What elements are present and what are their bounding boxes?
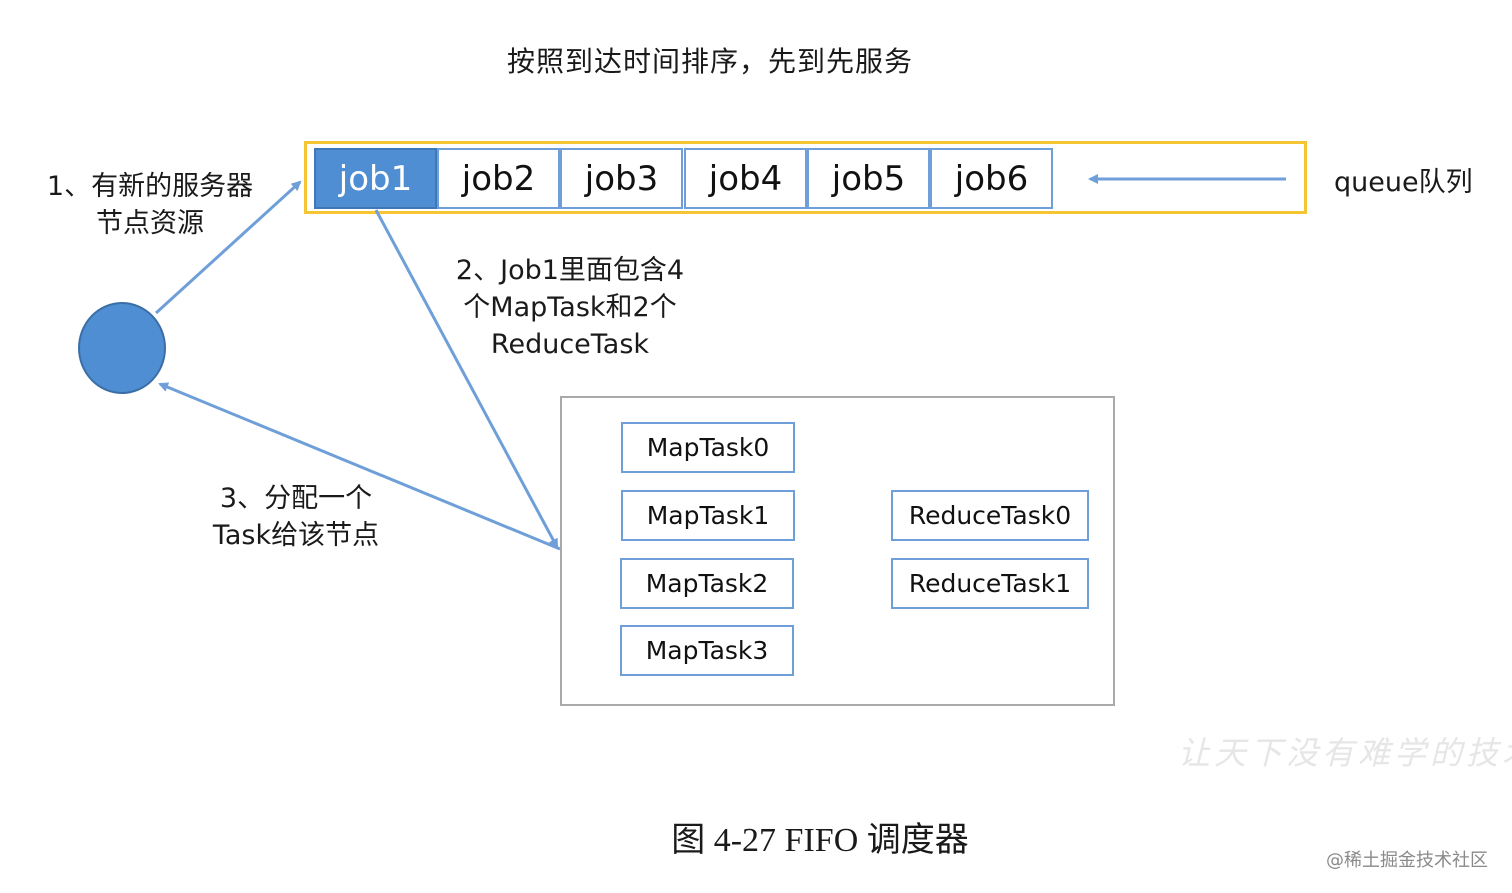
step2-note-line2: 个MapTask和2个 [463, 292, 677, 323]
step2-note: 2、Job1里面包含4 个MapTask和2个 ReduceTask [432, 252, 708, 363]
reduce-task-0: ReduceTask0 [891, 490, 1089, 541]
map-task-0: MapTask0 [621, 422, 795, 473]
source-watermark: @稀土掘金技术社区 [1326, 850, 1488, 871]
reduce-task-1: ReduceTask1 [891, 558, 1089, 609]
job-cell-3: job3 [560, 148, 683, 209]
map-task-1: MapTask1 [621, 490, 795, 541]
step1-note-line1: 1、有新的服务器 [46, 171, 254, 202]
map-task-3: MapTask3 [620, 625, 794, 676]
step3-note-line2: Task给该节点 [212, 520, 380, 551]
step3-note-line1: 3、分配一个 [219, 483, 373, 514]
step2-note-line1: 2、Job1里面包含4 [455, 255, 685, 286]
job-cell-4: job4 [684, 148, 807, 209]
task-panel: MapTask0 MapTask1 MapTask2 MapTask3 Redu… [560, 396, 1115, 706]
step1-note-line2: 节点资源 [96, 208, 204, 239]
faint-watermark: 让天下没有难学的技术 [1178, 734, 1512, 772]
step2-note-line3: ReduceTask [490, 329, 650, 360]
job-cell-5: job5 [807, 148, 930, 209]
step1-note: 1、有新的服务器 节点资源 [30, 168, 270, 242]
diagram-title: 按照到达时间排序，先到先服务 [506, 45, 913, 78]
server-node [78, 302, 166, 394]
map-task-2: MapTask2 [620, 558, 794, 609]
queue-label: queue队列 [1334, 167, 1473, 198]
job-cell-1: job1 [314, 148, 437, 209]
figure-caption: 图 4-27 FIFO 调度器 [671, 822, 969, 859]
step3-note: 3、分配一个 Task给该节点 [196, 480, 396, 554]
queue-container [304, 141, 1307, 214]
job-cell-2: job2 [437, 148, 560, 209]
job-cell-6: job6 [930, 148, 1053, 209]
